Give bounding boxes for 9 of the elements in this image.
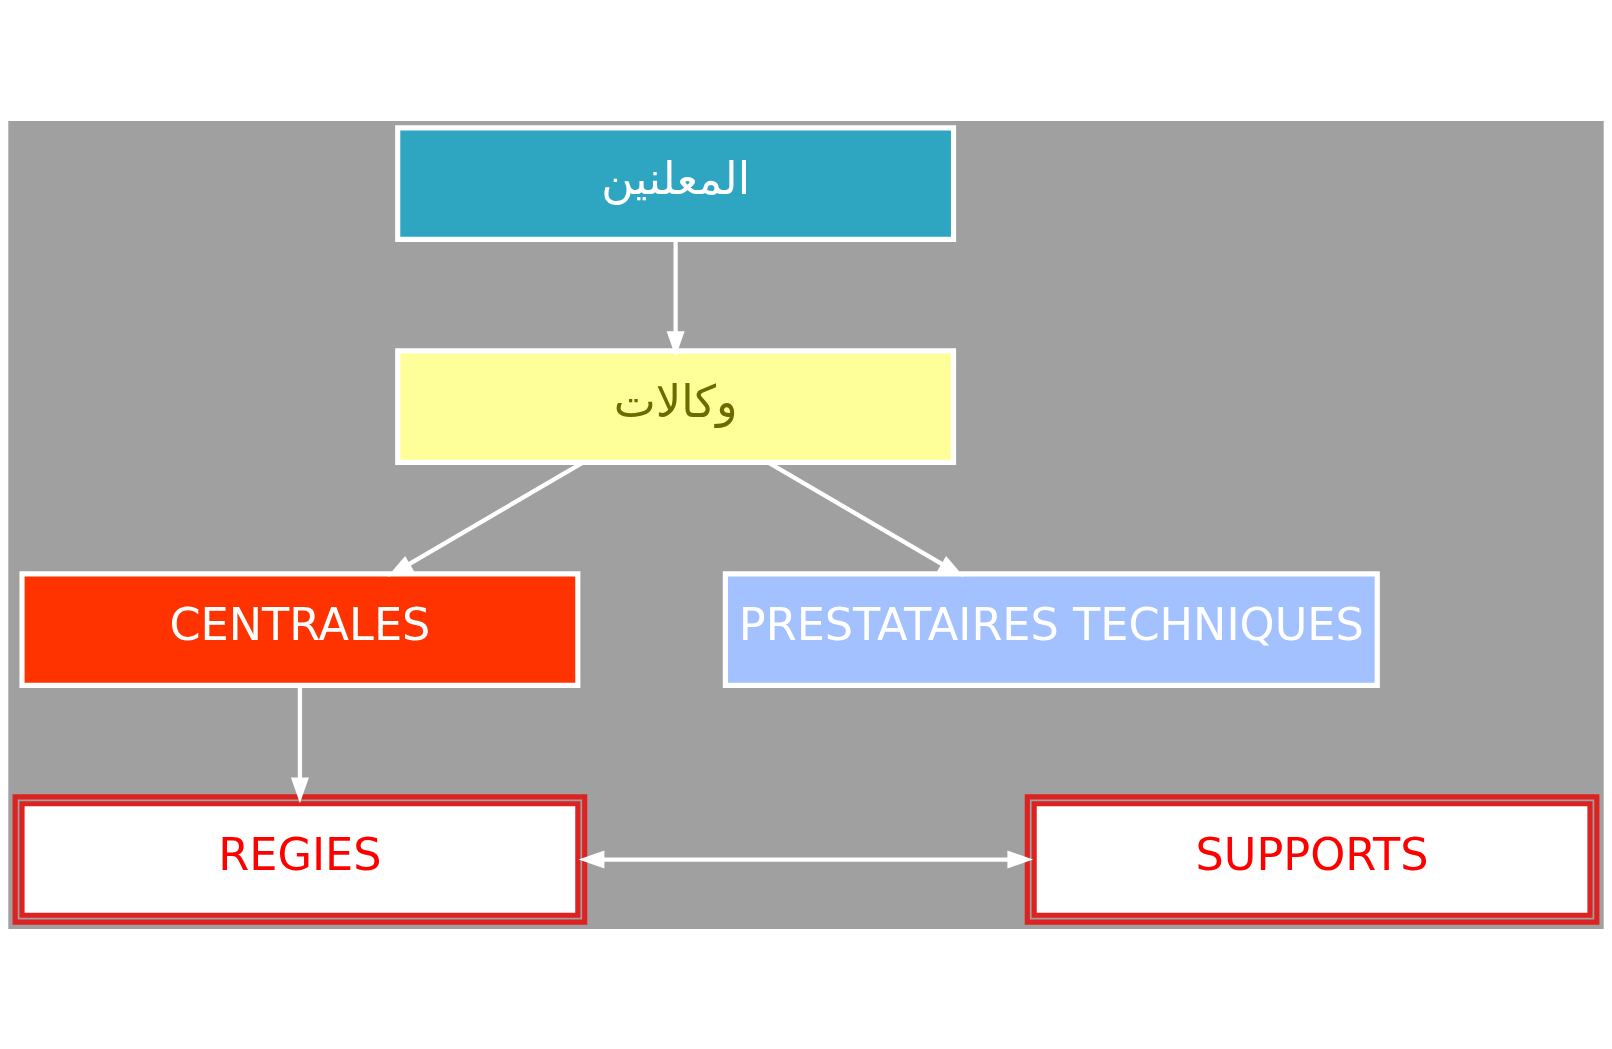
node-box: SUPPORTS (1024, 793, 1600, 925)
node-box: وكالات (395, 347, 957, 465)
arrow (290, 685, 309, 803)
node-box: CENTRALES (19, 570, 581, 688)
node-box: المعلنين (395, 124, 957, 242)
arrow (578, 850, 1034, 869)
arrow (666, 239, 685, 357)
node-box: REGIES (12, 793, 588, 925)
node-box: PRESTATAIRES TECHNIQUES (722, 570, 1380, 688)
